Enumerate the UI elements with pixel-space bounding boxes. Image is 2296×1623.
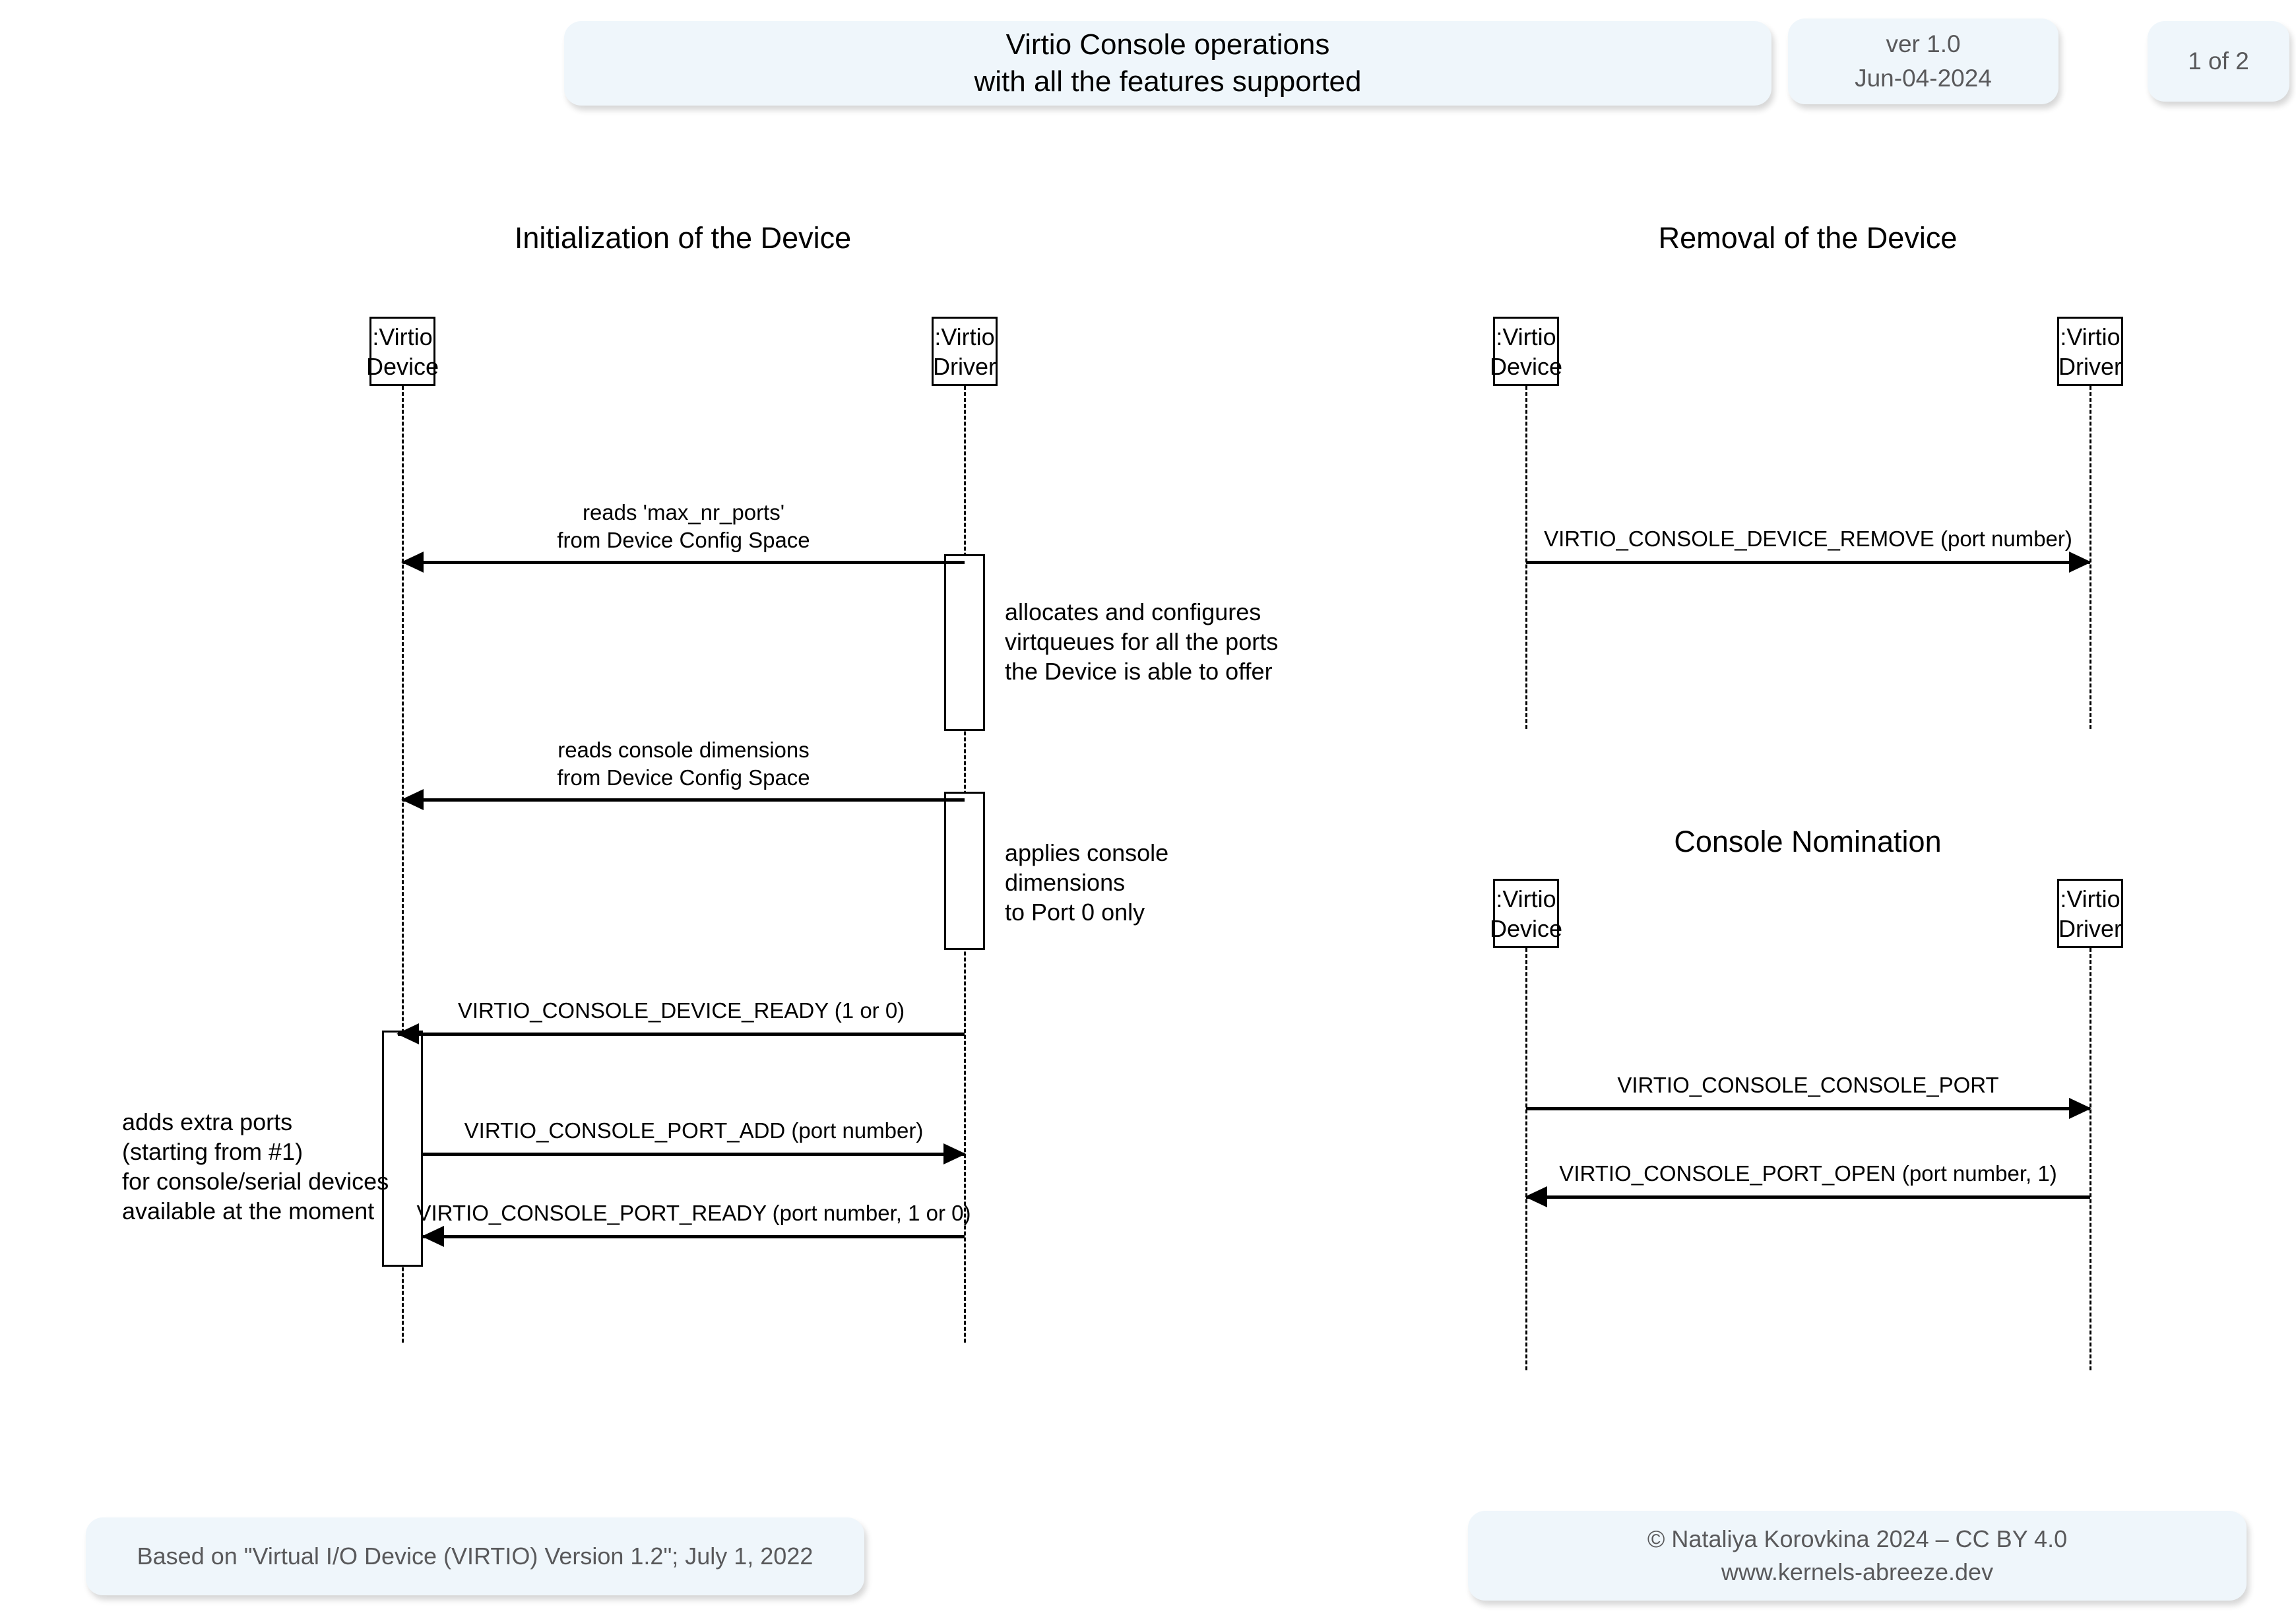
message-line (423, 1235, 965, 1238)
message-label: VIRTIO_CONSOLE_DEVICE_READY (1 or 0) (458, 997, 905, 1025)
lifeline-head-driver-initialization: :Virtio Driver (932, 317, 998, 386)
note-line: for console/serial devices (122, 1168, 389, 1195)
arrowhead-right-icon (2069, 1098, 2091, 1119)
section-title-initialization: Initialization of the Device (514, 221, 852, 255)
copyright-notice: © Nataliya Korovkina 2024 – CC BY 4.0 ww… (1468, 1511, 2247, 1601)
participant-name: Device (1489, 914, 1563, 942)
section-title-console-nomination: Console Nomination (1674, 825, 1942, 858)
message-label-line-1: VIRTIO_CONSOLE_PORT_OPEN (port number, 1… (1559, 1161, 2057, 1186)
message-line (1526, 1107, 2090, 1110)
lifeline-head-driver-removal: :Virtio Driver (2057, 317, 2123, 386)
message-label: VIRTIO_CONSOLE_DEVICE_REMOVE (port numbe… (1544, 525, 2072, 553)
lifeline-head-device-initialization: :Virtio Device (366, 317, 439, 386)
participant-name: Driver (2058, 914, 2122, 942)
activation-driver-console-dimensions (944, 792, 985, 950)
arrowhead-left-icon (422, 1226, 444, 1247)
note-line: dimensions (1005, 869, 1126, 896)
page-indicator-label: 1 of 2 (2188, 48, 2249, 75)
message-label: VIRTIO_CONSOLE_CONSOLE_PORT (1617, 1071, 1998, 1099)
title-banner: Virtio Console operations with all the f… (564, 21, 1771, 106)
note-allocates-virtqueues: allocates and configures virtqueues for … (1005, 597, 1278, 686)
lifeline-head-device-console-nomination: :Virtio Device (1489, 879, 1563, 948)
participant-type: :Virtio (934, 323, 995, 350)
message-line (1526, 561, 2090, 564)
message-label: VIRTIO_CONSOLE_PORT_OPEN (port number, 1… (1559, 1160, 2057, 1188)
copyright-label: © Nataliya Korovkina 2024 – CC BY 4.0 (1647, 1525, 2068, 1552)
lifeline-head-device-removal: :Virtio Device (1489, 317, 1563, 386)
activation-device-ports (382, 1031, 423, 1267)
note-line: adds extra ports (122, 1108, 293, 1135)
note-line: available at the moment (122, 1197, 375, 1225)
note-line: applies console (1005, 839, 1169, 866)
arrowhead-right-icon (2069, 552, 2091, 573)
message-line (1526, 1195, 2090, 1199)
message-label-line-1: VIRTIO_CONSOLE_PORT_ADD (port number) (464, 1118, 924, 1143)
message-label-line-1: VIRTIO_CONSOLE_PORT_READY (port number, … (416, 1201, 971, 1225)
page-indicator: 1 of 2 (2148, 21, 2289, 102)
lifeline-device-console-nomination (1525, 948, 1527, 1370)
message-label-line-1: reads console dimensions (558, 738, 810, 762)
participant-type: :Virtio (2060, 885, 2121, 912)
message-line (398, 1033, 965, 1036)
arrowhead-left-icon (1525, 1186, 1547, 1207)
website-label: www.kernels-abreeze.dev (1721, 1558, 1994, 1585)
title-line-2: with all the features supported (974, 65, 1362, 98)
message-label-line-2: from Device Config Space (557, 765, 810, 790)
participant-name: Device (366, 352, 439, 380)
note-line: virtqueues for all the ports (1005, 628, 1279, 655)
message-label-line-1: reads 'max_nr_ports' (582, 500, 785, 525)
lifeline-device-initialization (402, 386, 404, 1343)
participant-name: Device (1489, 352, 1563, 380)
source-attribution-label: Based on "Virtual I/O Device (VIRTIO) Ve… (137, 1543, 813, 1570)
activation-driver-virtqueues (944, 554, 985, 731)
message-line (402, 561, 965, 564)
message-label-line-1: VIRTIO_CONSOLE_DEVICE_READY (1 or 0) (457, 998, 905, 1023)
participant-type: :Virtio (1496, 323, 1556, 350)
participant-type: :Virtio (2060, 323, 2121, 350)
message-label-line-1: VIRTIO_CONSOLE_DEVICE_REMOVE (port numbe… (1544, 526, 2072, 551)
lifeline-device-removal (1525, 386, 1527, 729)
note-line: the Device is able to offer (1005, 658, 1273, 685)
note-applies-console-dimensions: applies console dimensions to Port 0 onl… (1005, 838, 1168, 927)
note-line: (starting from #1) (122, 1138, 303, 1165)
version-date: Jun-04-2024 (1855, 65, 1992, 92)
lifeline-head-driver-console-nomination: :Virtio Driver (2057, 879, 2123, 948)
note-line: allocates and configures (1005, 598, 1261, 625)
message-line (423, 1153, 965, 1156)
arrowhead-left-icon (397, 1023, 419, 1044)
message-label: VIRTIO_CONSOLE_PORT_READY (port number, … (417, 1199, 971, 1227)
participant-name: Driver (933, 352, 996, 380)
version-number: ver 1.0 (1886, 30, 1961, 57)
lifeline-driver-console-nomination (2089, 948, 2091, 1370)
message-line (402, 798, 965, 802)
source-attribution: Based on "Virtual I/O Device (VIRTIO) Ve… (86, 1517, 864, 1595)
version-badge: ver 1.0 Jun-04-2024 (1788, 18, 2058, 104)
message-label: VIRTIO_CONSOLE_PORT_ADD (port number) (464, 1117, 924, 1145)
message-label-line-1: VIRTIO_CONSOLE_CONSOLE_PORT (1617, 1073, 1999, 1097)
note-line: to Port 0 only (1005, 899, 1145, 926)
message-label: reads console dimensions from Device Con… (557, 736, 810, 792)
arrowhead-right-icon (943, 1143, 966, 1164)
participant-type: :Virtio (372, 323, 433, 350)
arrowhead-left-icon (401, 789, 424, 810)
message-label: reads 'max_nr_ports' from Device Config … (557, 499, 810, 554)
participant-name: Driver (2058, 352, 2122, 380)
participant-type: :Virtio (1496, 885, 1556, 912)
message-label-line-2: from Device Config Space (557, 528, 810, 552)
arrowhead-left-icon (401, 552, 424, 573)
section-title-removal: Removal of the Device (1658, 221, 1958, 255)
title-line-1: Virtio Console operations (1005, 28, 1330, 61)
note-adds-extra-ports: adds extra ports (starting from #1) for … (122, 1107, 389, 1226)
